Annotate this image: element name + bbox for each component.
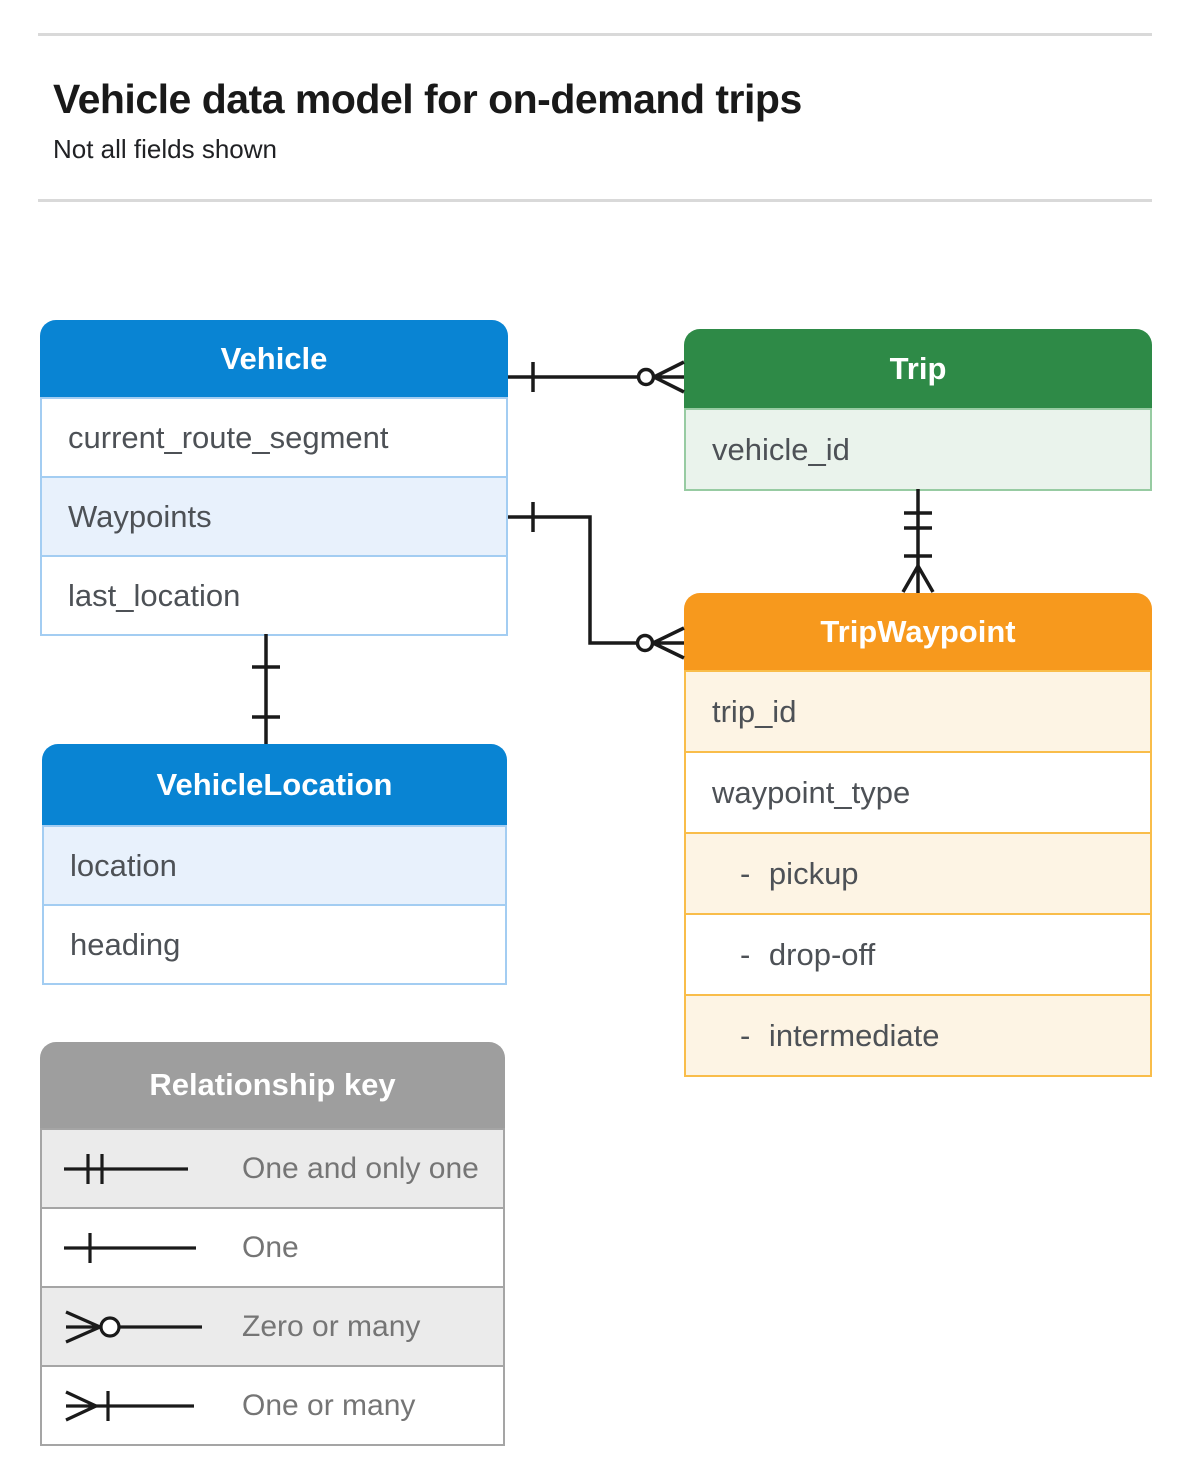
page-subtitle: Not all fields shown [53,134,277,164]
top-divider [38,33,1152,36]
connector-vehicle-trip [508,360,685,394]
field-trip-id: trip_id [686,670,1150,751]
entity-vehicle-title: Vehicle [40,320,508,397]
field-vehicle-id: vehicle_id [686,408,1150,489]
page-title: Vehicle data model for on-demand trips [53,76,802,122]
entity-vehiclelocation-title: VehicleLocation [42,744,507,825]
entity-trip-fields: vehicle_id [684,408,1152,491]
entity-vehicle: Vehicle current_route_segment Waypoints … [40,320,508,636]
one-and-only-one-icon [60,1147,218,1191]
field-location: location [44,825,505,904]
entity-vehiclelocation: VehicleLocation location heading [42,744,507,985]
field-waypoint-type-intermediate: - intermediate [686,994,1150,1075]
field-waypoint-type: waypoint_type [686,751,1150,832]
entity-tripwaypoint-title: TripWaypoint [684,593,1152,670]
relationship-key-title: Relationship key [40,1042,505,1128]
legend-item-one-or-many: One or many [42,1365,503,1444]
relationship-key: Relationship key One and only one One [40,1042,505,1446]
field-last-location: last_location [42,555,506,634]
legend-label: One or many [242,1388,416,1422]
one-icon [60,1226,218,1270]
field-waypoint-type-pickup: - pickup [686,832,1150,913]
entity-tripwaypoint-fields: trip_id waypoint_type - pickup - drop-of… [684,670,1152,1077]
zero-or-many-icon [60,1305,218,1349]
field-waypoints: Waypoints [42,476,506,555]
legend-label: One [242,1230,299,1264]
field-waypoint-type-drop-off: - drop-off [686,913,1150,994]
legend-item-zero-or-many: Zero or many [42,1286,503,1365]
connector-trip-tripwaypoint [901,489,935,593]
connector-waypoints-tripwaypoint [508,502,685,660]
one-or-many-icon [60,1384,218,1428]
relationship-key-items: One and only one One Zer [40,1128,505,1446]
entity-vehiclelocation-fields: location heading [42,825,507,985]
legend-item-one: One [42,1207,503,1286]
legend-label: One and only one [242,1151,479,1185]
connector-vehicle-vehiclelocation [252,634,280,744]
entity-vehicle-fields: current_route_segment Waypoints last_loc… [40,397,508,636]
field-heading: heading [44,904,505,983]
legend-label: Zero or many [242,1309,421,1343]
entity-trip: Trip vehicle_id [684,329,1152,491]
entity-tripwaypoint: TripWaypoint trip_id waypoint_type - pic… [684,593,1152,1077]
entity-trip-title: Trip [684,329,1152,408]
legend-item-one-and-only-one: One and only one [42,1128,503,1207]
field-current-route-segment: current_route_segment [42,397,506,476]
header-divider [38,199,1152,202]
